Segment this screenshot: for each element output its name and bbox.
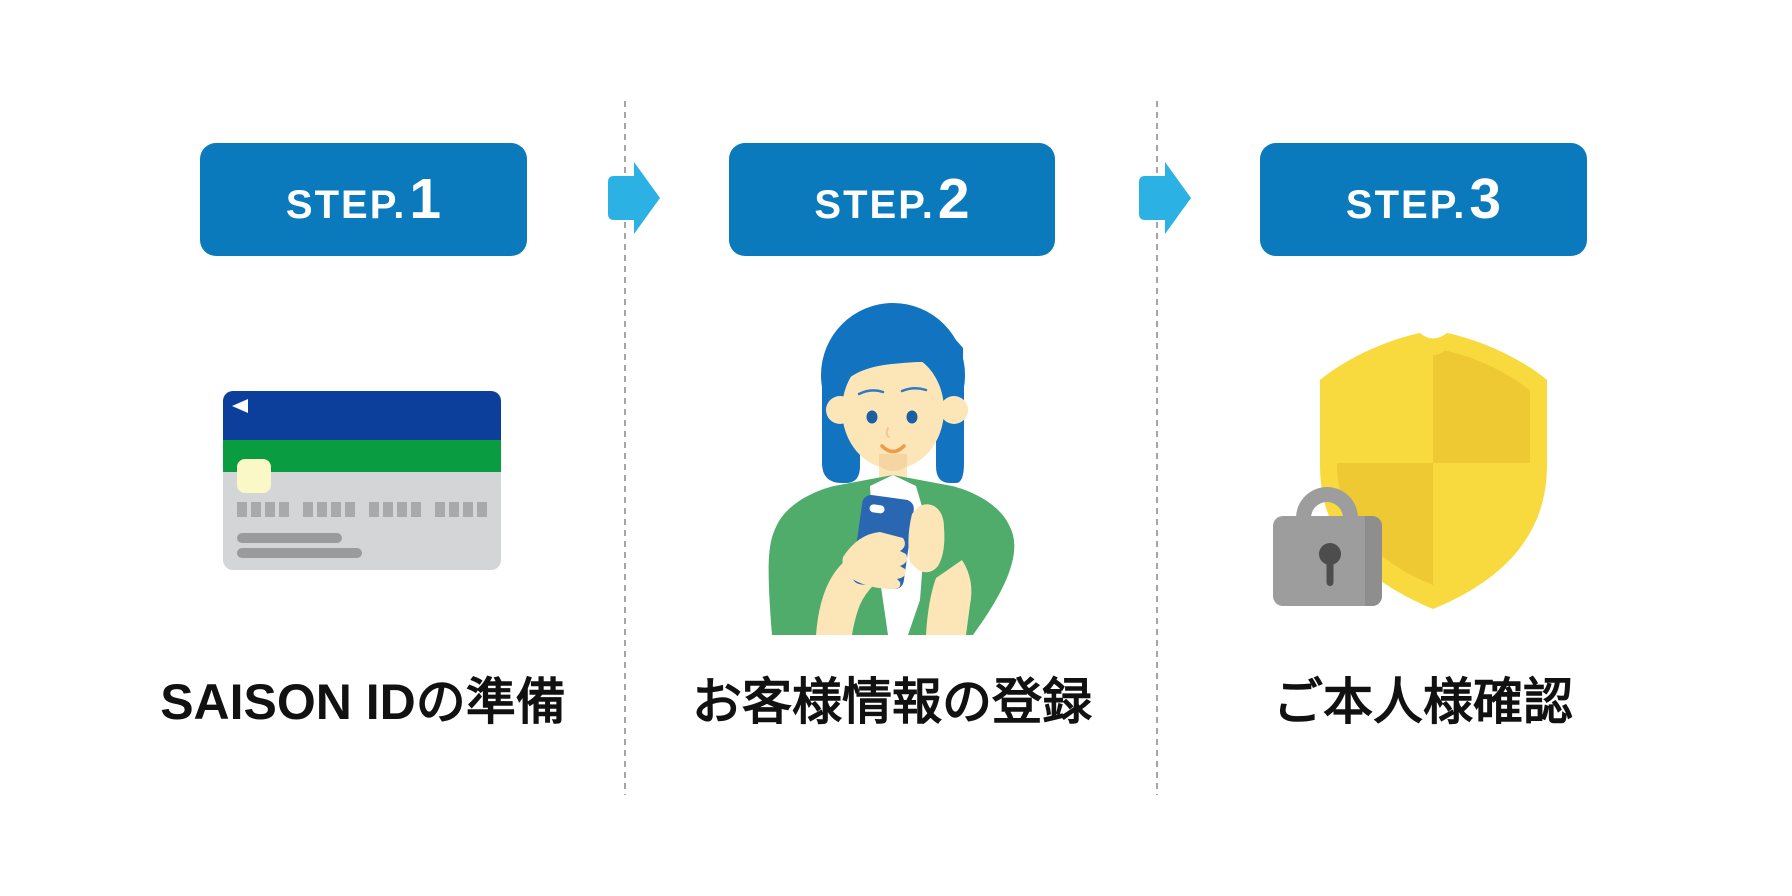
woman-mouth [880,444,906,454]
woman-eye-right [906,410,918,424]
step-2-badge: STEP.2 [729,143,1055,256]
lock-shackle [1296,487,1358,518]
step-1-badge-number: 1 [409,167,442,231]
shield-lock-icon [1273,333,1547,609]
step-1-badge-prefix: STEP. [285,183,407,227]
woman-nose [885,427,890,438]
card-chip [237,459,271,493]
woman-smartphone-icon [768,303,1015,635]
card-text-line [237,548,362,558]
lock-keyhole [1319,543,1341,565]
step-1-badge: STEP.1 [200,143,527,256]
woman-right-forearm [926,560,972,635]
woman-ear-left [826,396,854,424]
step-1-label: SAISON IDの準備 [160,674,566,730]
step-2-badge-number: 2 [937,167,970,231]
arrow-right-icon [1139,162,1191,234]
divider-dashed-1 [624,101,626,795]
step-3-badge-prefix: STEP. [1345,183,1467,227]
lock-keyhole-stem [1326,560,1334,586]
step-2-badge-prefix: STEP. [814,183,935,227]
step-3-label: ご本人様確認 [1273,674,1573,730]
step-3-badge: STEP.3 [1260,143,1587,256]
card-text-line [237,533,342,543]
arrow-right-icon [608,162,660,234]
lock-icon [1273,487,1382,606]
woman-bangs [824,308,963,400]
woman-ear-right [940,396,968,424]
step-3-badge-number: 3 [1469,167,1502,231]
woman-face-features [857,387,928,396]
woman-face [842,351,944,469]
woman-eye-left [866,410,878,424]
step-2-label: お客様情報の登録 [692,674,1092,730]
woman-right-hand [908,504,945,573]
card-triangle-mark [232,399,248,413]
divider-dashed-2 [1156,101,1158,795]
credit-card-icon [223,391,501,570]
woman-left-hand [842,532,908,590]
woman-neck-shadow [879,454,907,471]
